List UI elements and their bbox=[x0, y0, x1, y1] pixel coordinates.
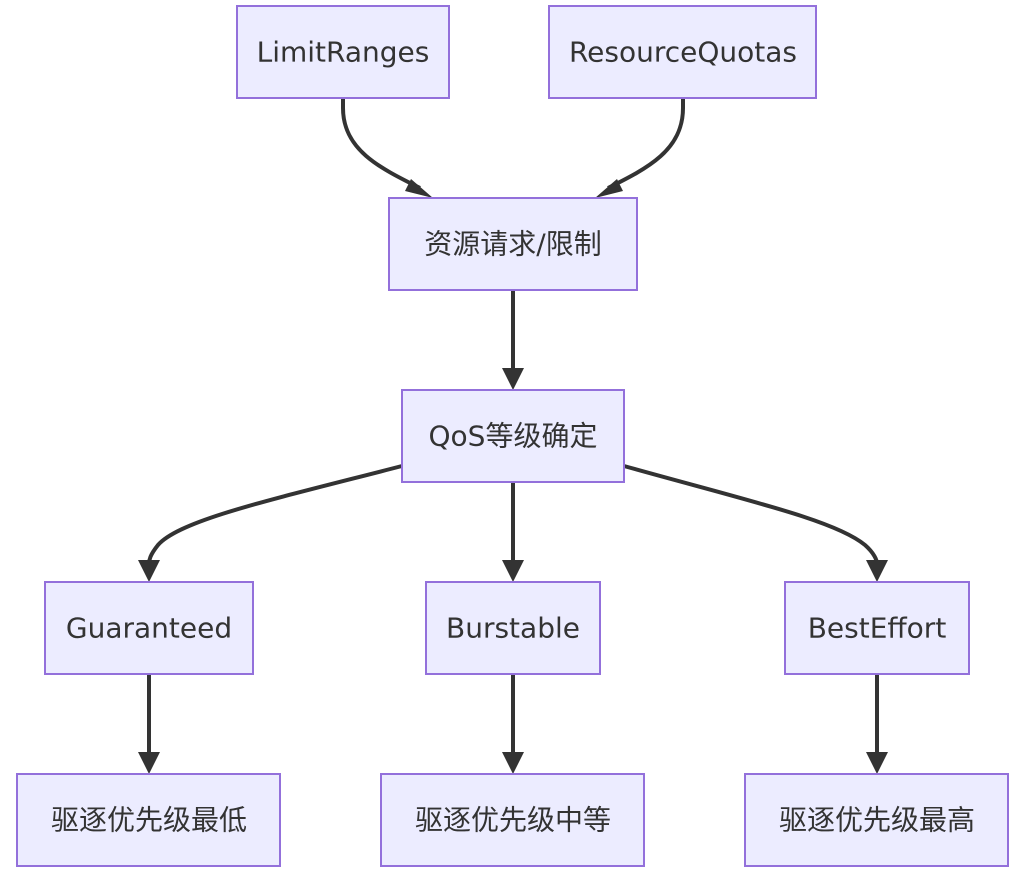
edges bbox=[138, 98, 888, 774]
arrowhead-icon bbox=[866, 560, 888, 582]
node-limitranges: LimitRanges bbox=[236, 5, 450, 99]
node-priority-lowest: 驱逐优先级最低 bbox=[16, 773, 281, 867]
arrowhead-icon bbox=[138, 752, 160, 774]
arrowhead-icon bbox=[405, 179, 433, 198]
node-label-priority-highest: 驱逐优先级最高 bbox=[779, 804, 975, 837]
edge-qos-to-guaranteed bbox=[147, 464, 403, 565]
edge-limitranges-to-resource-request-limit bbox=[341, 98, 421, 190]
node-label-resource-request-limit: 资源请求/限制 bbox=[424, 228, 601, 261]
arrowhead-icon bbox=[502, 368, 524, 390]
node-guaranteed: Guaranteed bbox=[44, 581, 254, 675]
node-priority-highest: 驱逐优先级最高 bbox=[744, 773, 1009, 867]
arrowhead-icon bbox=[502, 560, 524, 582]
node-besteffort: BestEffort bbox=[784, 581, 970, 675]
arrowhead-icon bbox=[138, 560, 160, 582]
node-label-resourcequotas: ResourceQuotas bbox=[569, 36, 797, 69]
node-label-burstable: Burstable bbox=[446, 612, 580, 645]
node-burstable: Burstable bbox=[425, 581, 601, 675]
edge-resourcequotas-to-resource-request-limit bbox=[607, 98, 685, 190]
node-label-priority-lowest: 驱逐优先级最低 bbox=[51, 804, 247, 837]
arrowhead-icon bbox=[595, 179, 623, 198]
node-qos-determination: QoS等级确定 bbox=[401, 389, 625, 483]
nodes: LimitRanges ResourceQuotas 资源请求/限制 QoS等级… bbox=[16, 5, 1009, 867]
node-resource-request-limit: 资源请求/限制 bbox=[388, 197, 638, 291]
edge-qos-to-besteffort bbox=[623, 464, 879, 565]
node-label-guaranteed: Guaranteed bbox=[66, 612, 232, 645]
node-label-besteffort: BestEffort bbox=[808, 612, 947, 645]
arrowhead-icon bbox=[502, 752, 524, 774]
node-priority-medium: 驱逐优先级中等 bbox=[380, 773, 645, 867]
node-label-qos-determination: QoS等级确定 bbox=[429, 420, 598, 453]
node-label-priority-medium: 驱逐优先级中等 bbox=[415, 804, 611, 837]
arrowhead-icon bbox=[866, 752, 888, 774]
node-resourcequotas: ResourceQuotas bbox=[548, 5, 817, 99]
node-label-limitranges: LimitRanges bbox=[257, 36, 430, 69]
